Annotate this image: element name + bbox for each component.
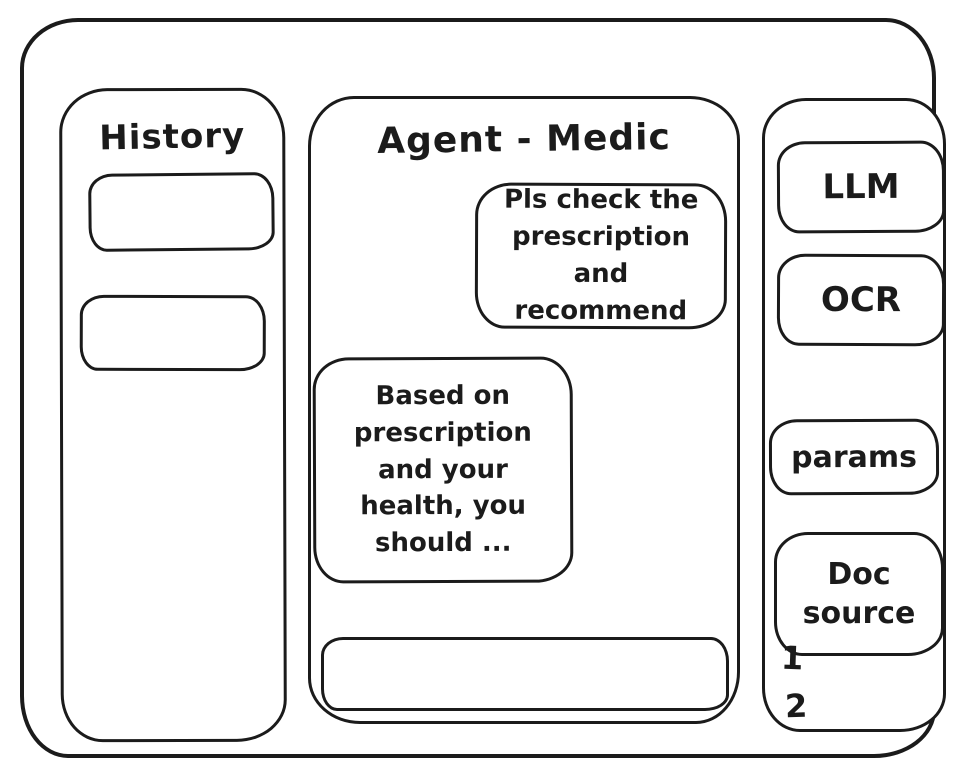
- history-item[interactable]: [79, 294, 266, 372]
- chat-panel: Agent - Medic Pls check the prescription…: [308, 96, 740, 724]
- tools-sidebar: LLM OCR params Doc source 1 2: [762, 98, 946, 732]
- assistant-message-bubble: Based on prescription and your health, y…: [312, 356, 574, 584]
- history-title: History: [98, 115, 246, 159]
- app-frame: History Agent - Medic Pls check the pres…: [20, 18, 946, 758]
- doc-source-button[interactable]: Doc source: [774, 532, 944, 656]
- user-message-bubble: Pls check the prescription and recommend: [474, 182, 728, 330]
- params-button[interactable]: params: [768, 418, 940, 496]
- doc-source-item-1[interactable]: 1: [780, 638, 804, 678]
- doc-source-item-2[interactable]: 2: [784, 686, 808, 726]
- history-item[interactable]: [88, 172, 275, 252]
- chat-title: Agent - Medic: [376, 116, 672, 163]
- history-sidebar: History: [59, 87, 287, 743]
- ocr-button[interactable]: OCR: [776, 253, 946, 347]
- llm-button[interactable]: LLM: [776, 140, 946, 234]
- message-input[interactable]: [321, 637, 729, 711]
